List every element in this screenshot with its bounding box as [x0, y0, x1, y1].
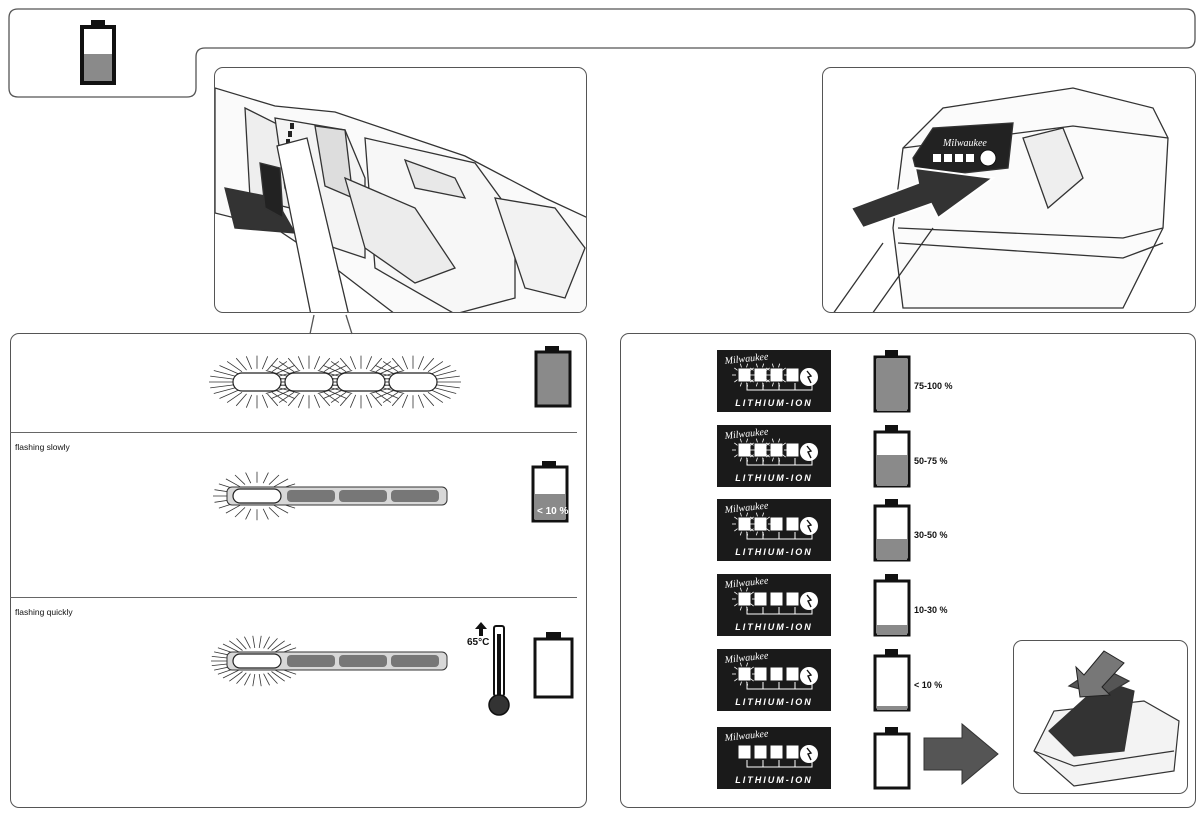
pack-battery-icon [872, 649, 912, 712]
battery-half-icon [80, 20, 116, 85]
chemistry-text: LITHIUM-ION [735, 775, 813, 785]
pack-led-label: Milwaukee LITHIUM-ION [717, 649, 831, 711]
brand-text: Milwaukee [723, 650, 769, 666]
flash-rays [732, 662, 756, 686]
temperature-label: 65°C [467, 637, 490, 648]
led-gauge-first-flashing [213, 471, 448, 521]
temperature-arrow-icon [475, 622, 487, 636]
pack-led-label: Milwaukee LITHIUM-ION [717, 574, 831, 636]
pack-led-label: Milwaukee LITHIUM-ION [717, 499, 831, 561]
chemistry-text: LITHIUM-ION [735, 547, 813, 557]
pack-battery-icon [872, 350, 912, 413]
pack-percent-label: 50-75 % [914, 456, 948, 466]
brand-text: Milwaukee [723, 426, 769, 442]
pack-percent-label: 10-30 % [914, 605, 948, 615]
led-gauge-all-flashing [209, 355, 461, 409]
pack-battery-icon [872, 499, 912, 562]
thermometer-icon [488, 625, 510, 716]
flash-rays [732, 363, 788, 387]
pack-percent-label: 75-100 % [914, 381, 953, 391]
battery-low-icon [531, 461, 569, 523]
flash-rays [732, 512, 772, 536]
pack-percent-label: < 10 % [914, 680, 943, 690]
state-label-slow: flashing slowly [15, 442, 70, 452]
charger-illustration [1033, 650, 1180, 787]
led-row [738, 745, 799, 759]
chemistry-text: LITHIUM-ION [735, 697, 813, 707]
row-divider [10, 597, 577, 598]
tool-led-gauge-illustration [215, 87, 586, 312]
brand-text: Milwaukee [723, 728, 769, 744]
brand-text: Milwaukee [723, 351, 769, 367]
battery-empty-icon [533, 632, 574, 699]
state-label-fast: flashing quickly [15, 607, 73, 617]
row-divider [10, 432, 577, 433]
flash-rays [732, 587, 756, 611]
tool-illustration-panel [214, 67, 587, 313]
battery-low-text: < 10 % [537, 506, 569, 517]
led-gauge-first-flashing-fast [211, 635, 448, 687]
callout-left [309, 314, 353, 335]
chemistry-text: LITHIUM-ION [735, 622, 813, 632]
brand-text: Milwaukee [723, 575, 769, 591]
pack-led-label: Milwaukee LITHIUM-ION [717, 425, 831, 487]
pack-battery-icon [872, 574, 912, 637]
flash-rays [732, 438, 788, 462]
pack-battery-icon [872, 727, 912, 790]
pack-led-label: Milwaukee LITHIUM-ION [717, 350, 831, 412]
charger-panel [1013, 640, 1188, 794]
svg-text:Milwaukee: Milwaukee [942, 138, 987, 149]
chemistry-text: LITHIUM-ION [735, 398, 813, 408]
tool-states-panel [10, 333, 587, 808]
pack-percent-label: 30-50 % [914, 530, 948, 540]
chemistry-text: LITHIUM-ION [735, 473, 813, 483]
pack-battery-icon [872, 425, 912, 488]
arrow-right-icon [923, 722, 999, 786]
pack-led-label: Milwaukee LITHIUM-ION [717, 727, 831, 789]
battery-full-icon [534, 346, 572, 408]
brand-text: Milwaukee [723, 500, 769, 516]
battery-pack-button-illustration: Milwaukee [833, 87, 1169, 312]
header-tab-frame [8, 8, 1196, 98]
battery-pack-panel: Milwaukee [822, 67, 1196, 313]
